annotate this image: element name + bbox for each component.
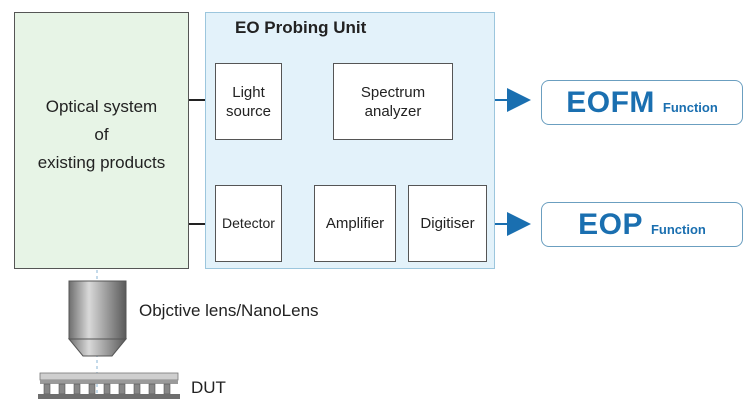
light-source-line2: source — [225, 102, 272, 120]
light-source-line1: Light — [232, 83, 265, 101]
optical-system-block: Optical system of existing products — [14, 12, 189, 269]
optical-system-line1: Optical system — [45, 97, 158, 116]
amplifier-label: Amplifier — [325, 215, 385, 232]
optical-system-line3: existing products — [37, 153, 166, 172]
amplifier-block: Amplifier — [314, 185, 396, 262]
dut-chip-icon — [38, 372, 180, 399]
objective-lens-icon — [67, 280, 128, 357]
digitiser-label: Digitiser — [420, 215, 475, 232]
spectrum-analyzer-line1: Spectrum — [360, 83, 426, 101]
eop-function-box: EOP Function — [541, 202, 743, 247]
eop-label: EOP — [578, 207, 643, 241]
dut-label: DUT — [191, 378, 226, 397]
spectrum-analyzer-block: Spectrum analyzer — [333, 63, 453, 140]
digitiser-block: Digitiser — [408, 185, 487, 262]
eofm-arrow-head — [507, 88, 531, 112]
optical-system-line2: of — [94, 125, 109, 144]
eop-function-label: Function — [650, 222, 706, 237]
eofm-function-box: EOFM Function — [541, 80, 743, 125]
eofm-label: EOFM — [566, 85, 655, 119]
spectrum-analyzer-line2: analyzer — [364, 102, 422, 120]
eo-probing-unit-title: EO Probing Unit — [235, 18, 367, 37]
eop-arrow-head — [507, 212, 531, 236]
light-source-block: Light source — [215, 63, 282, 140]
objective-lens-label: Objctive lens/NanoLens — [139, 301, 319, 320]
detector-label: Detector — [222, 215, 275, 231]
eofm-function-label: Function — [662, 100, 718, 115]
detector-block: Detector — [215, 185, 282, 262]
